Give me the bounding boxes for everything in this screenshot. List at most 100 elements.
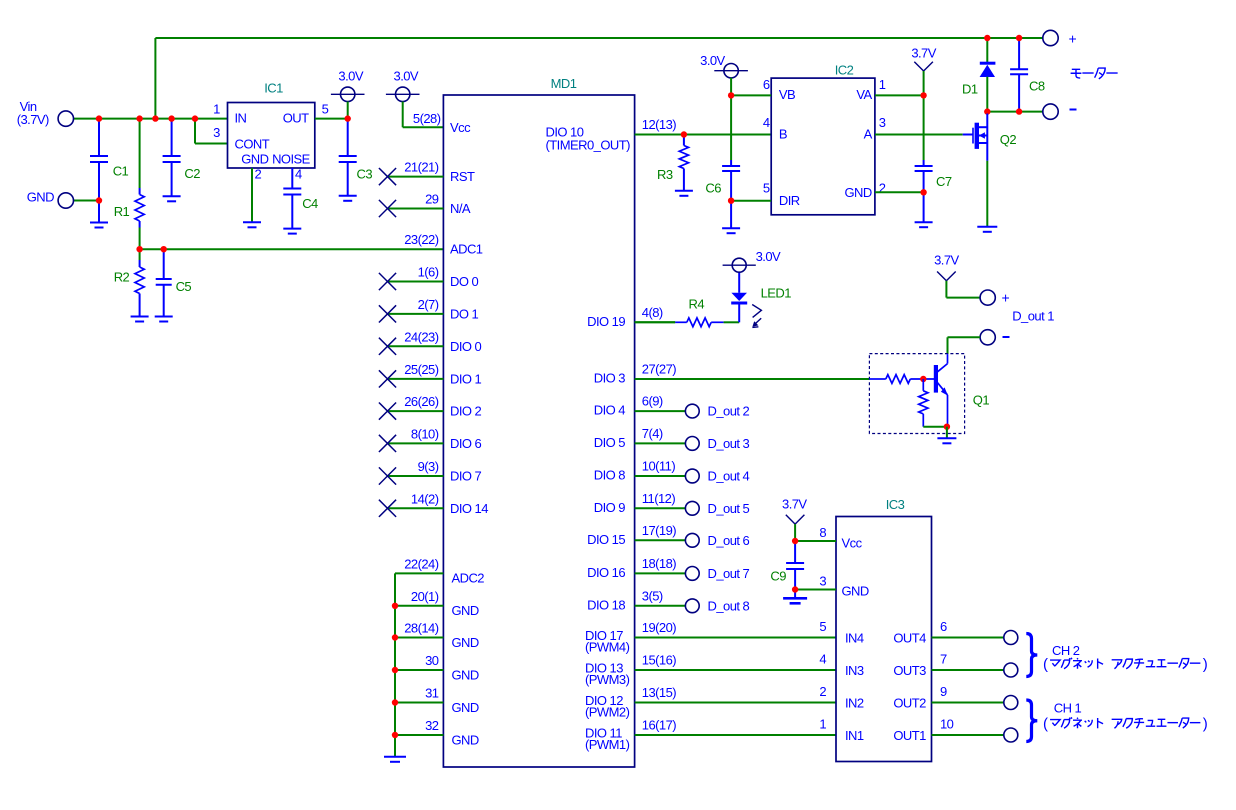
svg-text:Vcc: Vcc bbox=[450, 120, 471, 135]
svg-text:DIO 11: DIO 11 bbox=[585, 726, 622, 741]
svg-text:IC2: IC2 bbox=[835, 63, 854, 78]
svg-text:3: 3 bbox=[819, 574, 826, 589]
svg-text:DIO 15: DIO 15 bbox=[587, 532, 625, 547]
svg-text:+: + bbox=[1002, 290, 1010, 306]
svg-text:22(24): 22(24) bbox=[404, 556, 438, 571]
svg-text:15(16): 15(16) bbox=[642, 653, 676, 668]
svg-text:R2: R2 bbox=[114, 270, 130, 285]
svg-text:18(18): 18(18) bbox=[642, 556, 676, 571]
svg-text:C6: C6 bbox=[705, 180, 721, 195]
svg-text:1(6): 1(6) bbox=[418, 265, 439, 280]
svg-text:CH 2: CH 2 bbox=[1052, 643, 1080, 658]
svg-text:32: 32 bbox=[425, 718, 439, 733]
svg-text:GND: GND bbox=[452, 603, 479, 618]
svg-text:9: 9 bbox=[940, 684, 947, 699]
svg-text:10: 10 bbox=[940, 717, 954, 732]
svg-text:12(13): 12(13) bbox=[642, 117, 676, 132]
svg-text:IN1: IN1 bbox=[845, 728, 864, 743]
svg-text:Q1: Q1 bbox=[973, 393, 990, 408]
svg-text:OUT4: OUT4 bbox=[893, 631, 926, 646]
svg-text:C4: C4 bbox=[302, 196, 318, 211]
svg-text:(PWM2): (PWM2) bbox=[585, 705, 630, 720]
svg-text:13(15): 13(15) bbox=[642, 685, 676, 700]
svg-text:DIO 1: DIO 1 bbox=[450, 371, 482, 386]
svg-text:DIO 8: DIO 8 bbox=[594, 468, 626, 483]
svg-text:25(25): 25(25) bbox=[404, 362, 438, 377]
svg-text:LED1: LED1 bbox=[761, 286, 792, 301]
svg-text:GND: GND bbox=[241, 152, 268, 167]
svg-text:16(17): 16(17) bbox=[642, 718, 676, 733]
svg-text:5: 5 bbox=[819, 619, 826, 634]
svg-text:RST: RST bbox=[450, 169, 475, 184]
svg-text:9(3): 9(3) bbox=[418, 459, 439, 474]
svg-text:2: 2 bbox=[819, 684, 826, 699]
svg-text:1: 1 bbox=[213, 102, 220, 117]
svg-text:VB: VB bbox=[779, 87, 795, 102]
svg-text:OUT2: OUT2 bbox=[893, 696, 926, 711]
svg-text:4: 4 bbox=[763, 115, 770, 130]
svg-text:23(22): 23(22) bbox=[404, 232, 438, 247]
svg-text:DIO 3: DIO 3 bbox=[594, 371, 626, 386]
svg-text:24(23): 24(23) bbox=[404, 329, 438, 344]
svg-text:28(14): 28(14) bbox=[404, 621, 438, 636]
svg-text:GND: GND bbox=[842, 584, 869, 599]
svg-text:3.0V: 3.0V bbox=[700, 53, 725, 68]
svg-text:DIR: DIR bbox=[779, 193, 800, 208]
svg-text:DIO 18: DIO 18 bbox=[587, 597, 625, 612]
svg-text:3: 3 bbox=[879, 115, 886, 130]
svg-text:3: 3 bbox=[213, 125, 220, 140]
svg-text:OUT: OUT bbox=[283, 111, 309, 126]
svg-text:D_out 8: D_out 8 bbox=[708, 598, 750, 613]
svg-text:D_out 1: D_out 1 bbox=[1012, 309, 1054, 324]
svg-text:ADC2: ADC2 bbox=[452, 571, 485, 586]
svg-text:OUT1: OUT1 bbox=[893, 728, 926, 743]
svg-text:D1: D1 bbox=[962, 82, 978, 97]
svg-text:+: + bbox=[1069, 31, 1077, 47]
svg-text:R3: R3 bbox=[657, 167, 673, 182]
svg-text:): ) bbox=[1203, 716, 1208, 733]
svg-text:DIO 19: DIO 19 bbox=[587, 314, 625, 329]
svg-text:GND: GND bbox=[844, 185, 871, 200]
svg-text:(: ( bbox=[1043, 656, 1048, 673]
svg-text:D_out 4: D_out 4 bbox=[708, 469, 750, 484]
svg-text:): ) bbox=[1203, 656, 1208, 673]
svg-text:(: ( bbox=[1043, 716, 1048, 733]
svg-text:31: 31 bbox=[425, 686, 439, 701]
svg-text:CH 1: CH 1 bbox=[1054, 700, 1082, 715]
svg-text:7: 7 bbox=[940, 652, 947, 667]
svg-text:3.0V: 3.0V bbox=[338, 69, 363, 84]
svg-text:C8: C8 bbox=[1029, 79, 1045, 94]
svg-text:C2: C2 bbox=[184, 166, 200, 181]
svg-text:D_out 5: D_out 5 bbox=[708, 501, 750, 516]
svg-text:IC3: IC3 bbox=[886, 497, 905, 512]
svg-text:2: 2 bbox=[255, 167, 262, 182]
svg-text:4: 4 bbox=[819, 652, 826, 667]
svg-text:B: B bbox=[779, 126, 787, 141]
svg-text:MD1: MD1 bbox=[551, 76, 577, 91]
svg-text:DO 0: DO 0 bbox=[450, 274, 478, 289]
svg-text:DIO 2: DIO 2 bbox=[450, 404, 482, 419]
svg-text:14(2): 14(2) bbox=[411, 491, 439, 506]
svg-text:21(21): 21(21) bbox=[404, 160, 438, 175]
svg-text:6: 6 bbox=[763, 77, 770, 92]
svg-text:R1: R1 bbox=[114, 204, 130, 219]
svg-text:DIO 10: DIO 10 bbox=[546, 125, 584, 140]
svg-text:A: A bbox=[864, 126, 873, 141]
svg-text:IC1: IC1 bbox=[264, 81, 283, 96]
svg-text:1: 1 bbox=[819, 717, 826, 732]
svg-text:20(1): 20(1) bbox=[411, 589, 439, 604]
svg-text:CONT: CONT bbox=[235, 137, 270, 152]
svg-text:3.0V: 3.0V bbox=[394, 69, 419, 84]
svg-text:C3: C3 bbox=[357, 167, 373, 182]
svg-text:ADC1: ADC1 bbox=[450, 242, 483, 257]
svg-text:D_out 3: D_out 3 bbox=[708, 436, 750, 451]
svg-text:C1: C1 bbox=[113, 163, 129, 178]
svg-text:26(26): 26(26) bbox=[404, 394, 438, 409]
svg-text:3.0V: 3.0V bbox=[756, 249, 781, 264]
svg-text:30: 30 bbox=[425, 653, 439, 668]
svg-text:DIO 17: DIO 17 bbox=[585, 628, 623, 643]
svg-text:C5: C5 bbox=[176, 279, 192, 294]
svg-text:GND: GND bbox=[452, 667, 479, 682]
svg-text:DIO 4: DIO 4 bbox=[594, 403, 626, 418]
svg-text:3.7V: 3.7V bbox=[782, 497, 807, 512]
